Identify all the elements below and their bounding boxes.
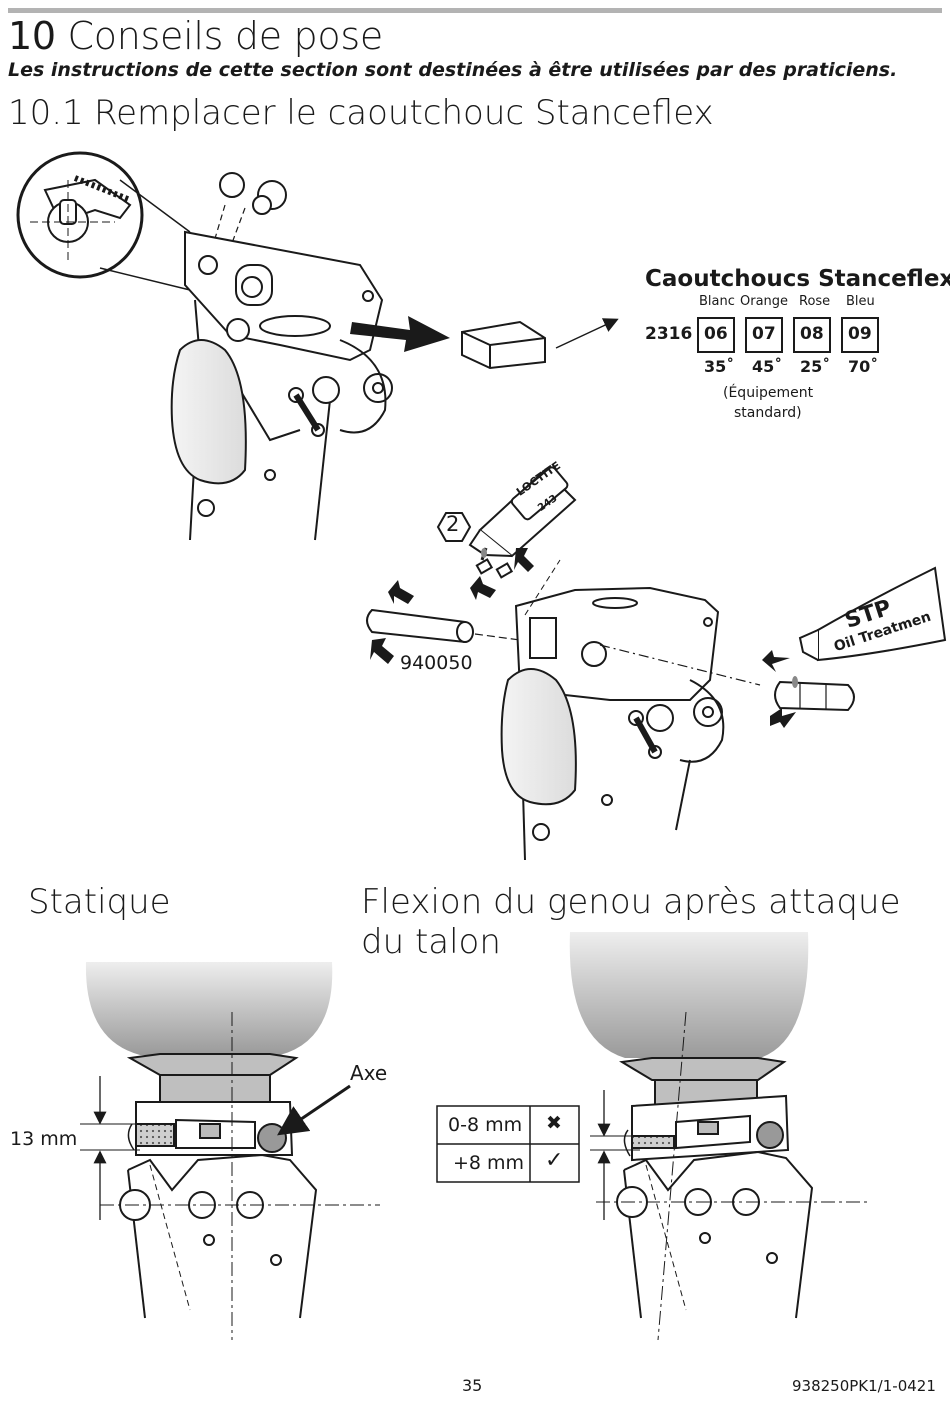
section-title: Remplacer le caoutchouc Stanceflex [94, 93, 714, 133]
hardness-09: 70˚ [848, 357, 879, 376]
page-number: 35 [462, 1376, 483, 1395]
knee-joint-illustration-top [16, 151, 619, 541]
stanceflex-title: Caoutchoucs Stanceflex [645, 266, 950, 292]
stanceflex-code-boxes [697, 317, 879, 353]
chapter-number: 10 [8, 14, 56, 58]
table-check-icon: ✓ [545, 1148, 564, 1173]
header-rule [8, 8, 942, 13]
step-number: 2 [446, 512, 460, 536]
color-label-white: Blanc [699, 294, 735, 309]
static-diagram [80, 962, 380, 1340]
bushing [774, 680, 855, 712]
code-07: 07 [752, 324, 776, 344]
section-number: 10.1 [8, 93, 84, 133]
hardness-07: 45˚ [752, 357, 783, 376]
removal-arrow [350, 316, 450, 352]
rubber-block [461, 320, 546, 370]
pin-part-number: 940050 [400, 652, 473, 674]
static-title: Statique [28, 882, 171, 922]
stanceflex-rubber-flex [631, 1135, 675, 1149]
color-label-blue: Bleu [846, 294, 875, 309]
flexion-title: Flexion du genou après attaque du talon [361, 882, 901, 962]
knee-joint-illustration-bottom [366, 466, 947, 861]
pin-940050 [366, 608, 471, 644]
code-09: 09 [848, 324, 872, 344]
color-label-orange: Orange [740, 294, 789, 309]
step-badge-hexagon [436, 512, 472, 542]
table-cross-icon: ✖ [546, 1112, 562, 1134]
hardness-06: 35˚ [704, 357, 735, 376]
hardness-08: 25˚ [800, 357, 831, 376]
code-06: 06 [704, 324, 728, 344]
socket-shape [85, 962, 333, 1055]
code-08: 08 [800, 324, 824, 344]
part-prefix: 2316 [645, 324, 693, 344]
stp-tube [817, 566, 947, 662]
table-range-1: 0-8 mm [448, 1114, 523, 1136]
axis-label: Axe [350, 1061, 388, 1085]
chapter-heading: 10 Conseils de pose [8, 14, 383, 58]
chapter-title: Conseils de pose [67, 14, 384, 58]
standard-note-line1: (Équipement [723, 385, 814, 401]
stanceflex-rubber-static [135, 1123, 175, 1147]
color-label-pink: Rose [799, 294, 831, 309]
table-range-2: +8 mm [453, 1152, 525, 1174]
axis-circle [257, 1123, 287, 1153]
practitioner-note: Les instructions de cette section sont d… [8, 59, 898, 81]
document-code: 938250PK1/1-0421 [792, 1377, 936, 1395]
standard-note-line2: standard) [734, 405, 802, 421]
gap-label: 13 mm [10, 1128, 78, 1150]
flexion-diagram [569, 932, 870, 1341]
adjustment-table-grid [436, 1105, 580, 1183]
